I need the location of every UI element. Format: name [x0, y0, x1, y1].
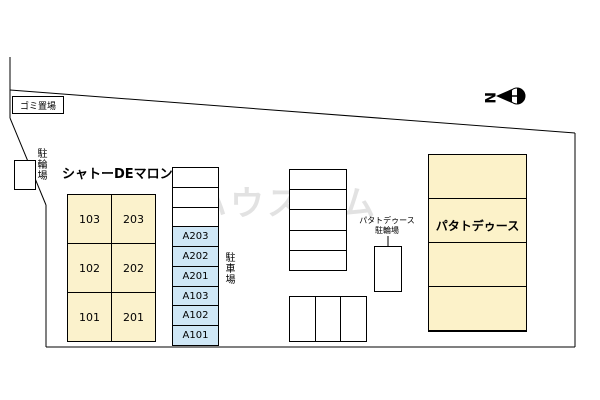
parking-column: A203 A202 A201 A103 A102 A101 [172, 167, 219, 347]
building-patate: パタトデゥース [428, 154, 527, 332]
garbage-area-label: ゴミ置場 [12, 96, 64, 114]
chateau-room-cell: 103 [68, 195, 112, 244]
parking-space-cell: A102 [173, 306, 219, 327]
bicycle-parking-box [14, 160, 36, 190]
parking-space-cell: A203 [173, 227, 219, 248]
patate-floor-row [429, 199, 526, 243]
patate-floor-row [429, 243, 526, 287]
chateau-room-cell: 101 [68, 293, 112, 342]
chateau-room-cell: 102 [68, 244, 112, 293]
north-arrow: N [481, 87, 526, 105]
parking-space-cell-empty [173, 168, 219, 188]
north-arrow-head [496, 89, 512, 103]
parking-space-cell-empty [173, 187, 219, 208]
chateau-room-cell: 201 [112, 293, 156, 342]
parking-space-cell: A201 [173, 266, 219, 287]
parking-stack-cell [290, 170, 347, 191]
building-name-chateau: シャトーDEマロン [62, 167, 173, 182]
chateau-room-cell: 203 [112, 195, 156, 244]
patate-floor-row [429, 155, 526, 199]
small-parking-cell [290, 297, 316, 342]
parking-space-cell: A101 [173, 326, 219, 347]
patate-bicycle-label-line2: 駐輪場 [375, 226, 399, 235]
parking-stack-cell [290, 250, 347, 272]
bicycle-parking-label: 駐輪場 [35, 148, 46, 181]
parking-space-cell: A103 [173, 286, 219, 307]
small-parking-cell [315, 297, 342, 342]
north-label: N [481, 92, 497, 104]
chateau-room-cell: 202 [112, 244, 156, 293]
parking-stack-cell [290, 230, 347, 251]
parking-space-cell: A202 [173, 247, 219, 267]
parking-stack-cell [290, 210, 347, 231]
small-parking-row [289, 296, 368, 342]
patate-bicycle-box [374, 246, 402, 292]
patate-bicycle-parking-label: パタトデゥース 駐輪場 [350, 216, 424, 236]
parking-lot-label: 駐車場 [223, 252, 234, 285]
building-chateau: 103 203 102 202 101 201 [67, 194, 156, 342]
middle-parking-stack [289, 169, 347, 272]
patate-bicycle-label-line1: パタトデゥース [359, 216, 415, 225]
parking-space-cell-empty [173, 207, 219, 228]
small-parking-cell [341, 297, 368, 342]
building-name-patate: パタトデゥース [435, 219, 520, 233]
parking-stack-cell [290, 190, 347, 211]
patate-floor-row [429, 287, 526, 331]
